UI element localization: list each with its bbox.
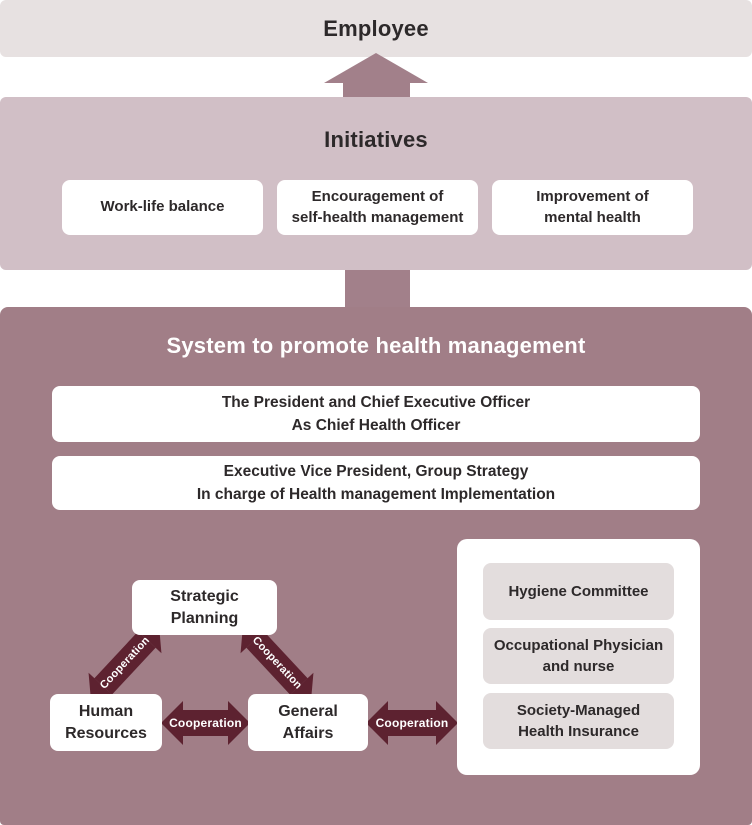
panel-line: Occupational Physician xyxy=(493,637,664,654)
cooperation-arrow-hr-to-ga: Cooperation xyxy=(161,701,250,745)
panel-line: Society-Managed xyxy=(516,702,641,719)
general-affairs-box: General Affairs xyxy=(248,694,368,751)
card-line: Improvement of xyxy=(536,188,649,206)
panel-item-hygiene-committee: Hygiene Committee xyxy=(483,563,674,620)
system-to-initiatives-connector xyxy=(345,270,410,308)
arrow-shaft xyxy=(388,710,436,736)
cooperation-label: Cooperation xyxy=(375,716,449,730)
org-line: Planning xyxy=(170,609,239,627)
bar-line: In charge of Health management Implement… xyxy=(196,486,556,503)
evp-bar: Executive Vice President, Group Strategy… xyxy=(52,456,700,510)
support-panel: Hygiene Committee Occupational Physician… xyxy=(457,539,700,775)
panel-line: and nurse xyxy=(542,658,615,675)
cooperation-label: Cooperation xyxy=(169,716,242,730)
ceo-bar: The President and Chief Executive Office… xyxy=(52,386,700,442)
cooperation-arrow-ga-to-panel: Cooperation xyxy=(366,701,458,745)
card-line: self-health management xyxy=(291,208,464,226)
org-line: Affairs xyxy=(282,724,334,742)
up-arrow-head-icon xyxy=(324,53,428,83)
arrow-head-icon xyxy=(161,701,183,745)
up-arrow-tail xyxy=(343,82,410,98)
initiatives-title: Initiatives xyxy=(324,127,428,152)
arrow-head-icon xyxy=(228,701,250,745)
panel-line: Hygiene Committee xyxy=(508,583,649,600)
bar-line: The President and Chief Executive Office… xyxy=(221,393,531,411)
bar-line: Executive Vice President, Group Strategy xyxy=(223,462,529,480)
arrow-shaft xyxy=(183,710,228,736)
system-section: System to promote health management The … xyxy=(0,307,752,825)
org-line: Human xyxy=(78,703,134,721)
initiative-card-mental-health: Improvement of mental health xyxy=(492,180,693,235)
initiative-card-self-health-management: Encouragement of self-health management xyxy=(277,180,478,235)
card-line: Work-life balance xyxy=(100,198,225,216)
strategic-planning-box: Strategic Planning xyxy=(132,580,277,635)
system-title: System to promote health management xyxy=(166,333,586,358)
initiatives-band: Initiatives Work-life balance Encouragem… xyxy=(0,97,752,270)
initiative-card-work-life-balance: Work-life balance xyxy=(62,180,263,235)
org-line: General xyxy=(278,703,338,721)
bar-line: As Chief Health Officer xyxy=(291,417,461,434)
employee-title: Employee xyxy=(323,15,429,41)
org-line: Resources xyxy=(65,724,147,742)
card-line: mental health xyxy=(544,208,641,226)
arrow-head-icon xyxy=(366,701,388,745)
human-resources-box: Human Resources xyxy=(50,694,162,751)
panel-line: Health Insurance xyxy=(518,723,639,740)
org-line: Strategic xyxy=(170,588,239,606)
arrow-head-icon xyxy=(436,701,458,745)
panel-item-occupational-physician: Occupational Physician and nurse xyxy=(483,628,674,684)
panel-item-health-insurance: Society-Managed Health Insurance xyxy=(483,693,674,749)
employee-band: Employee xyxy=(0,0,752,57)
card-line: Encouragement of xyxy=(311,188,444,206)
